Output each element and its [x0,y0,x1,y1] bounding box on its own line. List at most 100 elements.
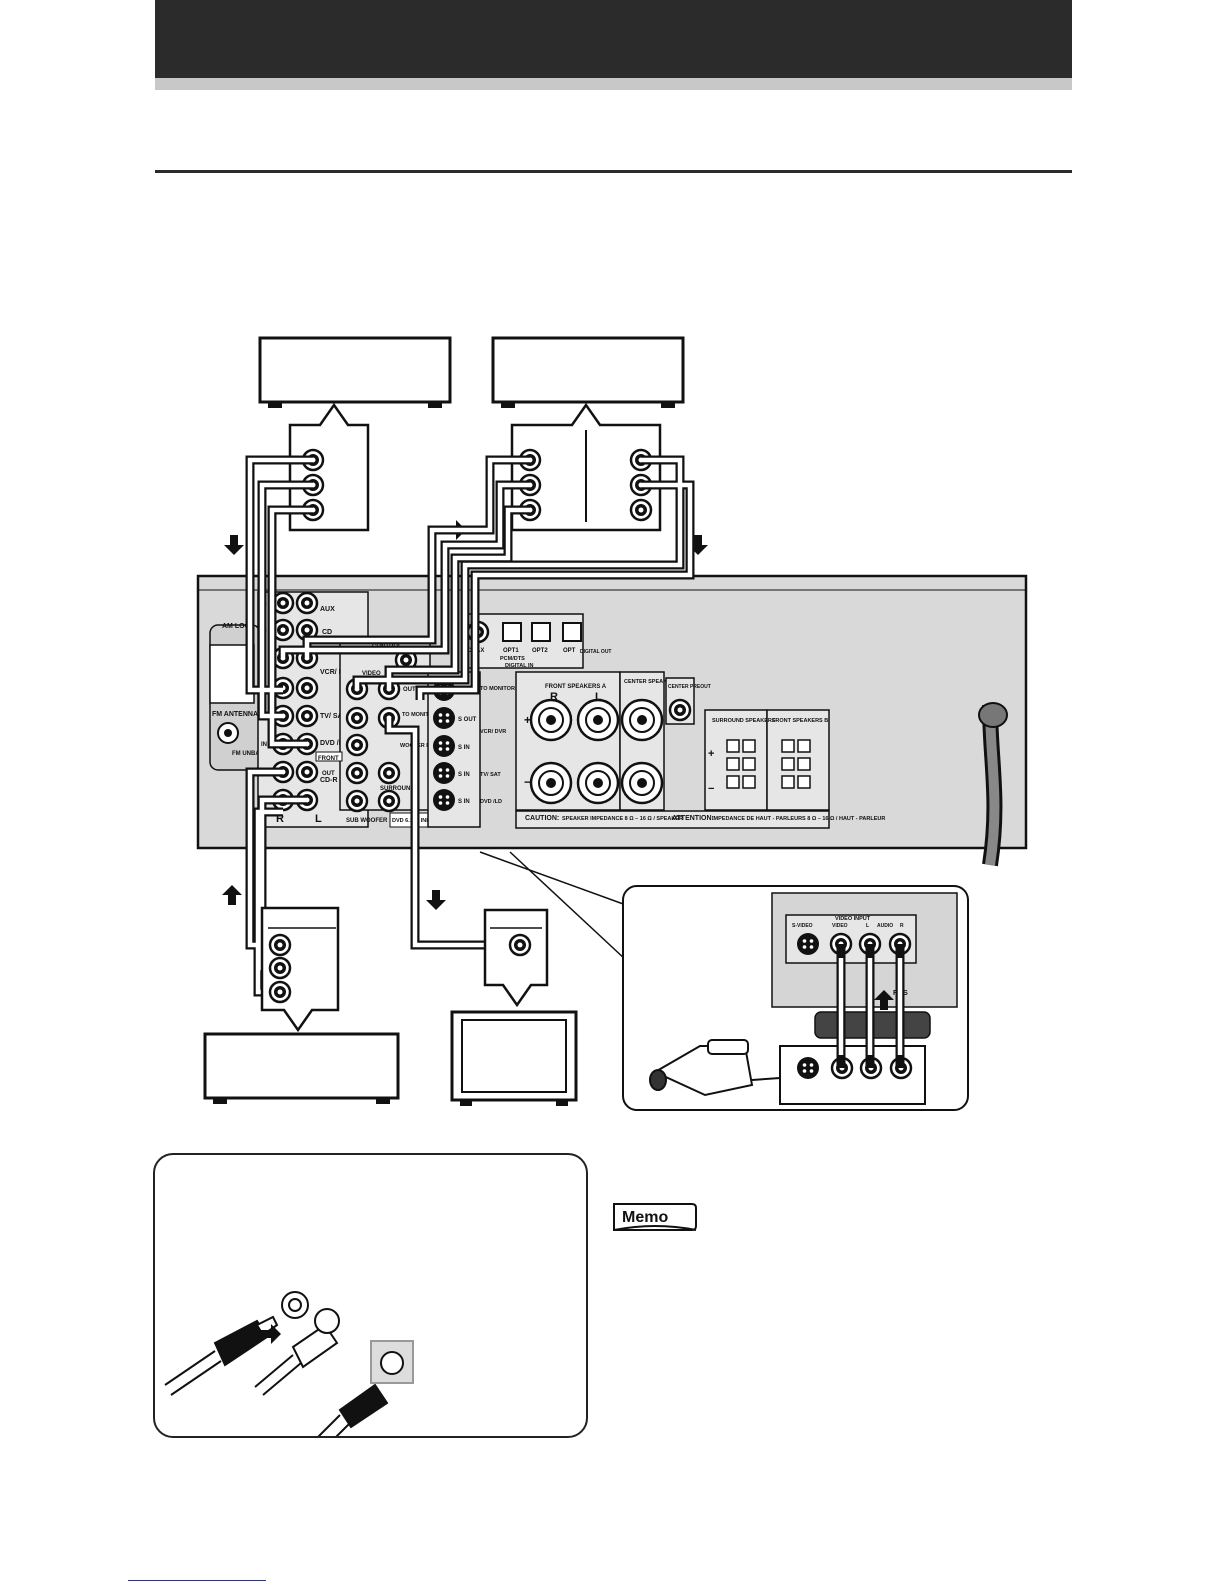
channel-l-label: L [315,813,322,825]
arrow-up-icon [222,885,242,905]
to-monitor-label: TO MONITOR TV [402,712,446,718]
channel-r-label: R [550,691,558,703]
optical-jack-icon [531,622,551,642]
svideo-icon [433,707,455,729]
jack-icon [629,498,653,522]
header-bar [155,0,1072,78]
inset-video-label: VIDEO [832,923,848,929]
s-out-label: S OUT [458,717,477,723]
top-left-jack-bubble [288,402,370,532]
monitor-jack-bubble [483,908,549,1008]
front-tag-label: FRONT [318,756,339,762]
connector-callout-box [153,1153,588,1454]
out-label: OUT [403,687,416,693]
section-rule [155,170,1072,173]
vcr-dvr-label: VCR/ DVR [320,669,353,676]
center-speaker-label: CENTER SPEAKER [624,679,675,685]
speaker-terminal-icon [620,761,664,805]
caution-title: CAUTION: [525,815,559,822]
inset-r-label: R [900,923,904,929]
speaker-terminal-icon [576,698,620,742]
digital-out-label: DIGITAL OUT [580,649,611,655]
cables [245,455,695,997]
optical-jack-icon [502,622,522,642]
speaker-terminal-icon [529,761,573,805]
rca-plug-illustration [164,1291,414,1454]
speaker-terminal-icon [529,698,573,742]
front-panel-inset: VIDEO INPUT S-VIDEO VIDEO L AUDIO R RDS [479,851,969,1111]
channel-l-label: L [595,691,602,703]
speaker-terminal-icon [576,761,620,805]
jack-icon [345,706,369,730]
video-input-label: VIDEO INPUT [835,916,871,922]
footer-link-line [128,1580,266,1581]
attention-title: ATTENTION: [672,815,714,822]
svideo-icon [433,735,455,757]
minus-label: − [524,775,531,789]
jack-icon [268,933,292,957]
inset-l-label: L [866,923,869,929]
digital-in-label: DIGITAL IN [505,663,534,669]
am-antenna-label: AM LOOP ANTENNA [222,623,290,630]
s-in-label: S IN [458,745,470,751]
camcorder-icon [649,1039,781,1097]
opt2-label: OPT2 [532,648,548,654]
receiver-rear-panel: AM LOOP ANTENNA FM ANTENNA FM UNBAL 75Ω … [196,574,1028,867]
jack-icon [295,704,319,728]
tv-sat-label: TV/ SAT [320,713,347,720]
top-right-jack-bubble [510,402,662,532]
fm-unbal-label: FM UNBAL 75Ω [232,751,277,757]
jack-icon [345,761,369,785]
memo-label: Memo [622,1209,668,1226]
digital-format-label: PCM/DTS [500,656,525,662]
jack-icon [268,980,292,1004]
power-cord-icon [978,702,1008,728]
opt-out-label: OPT [563,648,576,654]
jack-icon [345,733,369,757]
sub-woofer-label: SUB WOOFER [346,818,388,824]
minus-label: − [708,783,714,795]
front-speakers-b-label: FRONT SPEAKERS B [772,718,828,724]
arrow-up-icon [874,990,894,1010]
top-left-device [258,336,452,408]
surround-label: SURROUND [380,786,415,792]
channel-r-label: R [276,813,284,825]
bottom-left-device [203,1032,400,1104]
plus-label: + [524,713,531,727]
front-speakers-a-label: FRONT SPEAKERS A [545,684,607,690]
cd-label: CD [322,629,332,636]
jack-icon [268,956,292,980]
in-label: IN [261,742,267,748]
optical-jack-icon [562,622,582,642]
arrow-down-icon [224,535,244,555]
s-monitor-label: TO MONITOR TV [480,686,524,692]
caution-text: SPEAKER IMPEDANCE 8 Ω – 16 Ω / SPEAKER [562,816,683,822]
jack-icon [668,698,692,722]
svideo-icon [433,762,455,784]
header-bar-shadow [155,78,1072,90]
bottom-left-jack-bubble [260,906,340,1033]
speaker-terminal-icon [620,698,664,742]
arrow-right-icon [255,1324,281,1344]
jack-icon [295,760,319,784]
jack-icon [295,676,319,700]
fm-antenna-label: FM ANTENNA [212,711,258,718]
s-in-label: S IN [458,772,470,778]
svideo-icon [433,789,455,811]
woofer-preout-label: WOOFER PREOUT [400,743,450,749]
jack-icon [508,933,532,957]
svideo-icon [797,933,819,955]
arrow-down-icon [426,890,446,910]
top-right-device [491,336,685,408]
dvd-ld-label: DVD /LD [320,740,348,747]
s-dvd-label: DVD /LD [480,799,502,805]
tv-monitor [450,1010,578,1106]
center-preout-label: CENTER PREOUT [668,684,711,690]
jack-icon [345,789,369,813]
memo-badge: Memo [610,1200,700,1239]
s-tv-label: TV/ SAT [480,772,501,778]
jack-icon [377,789,401,813]
surround-speakers-label: SURROUND SPEAKERS [712,718,776,724]
aux-label: AUX [320,606,335,613]
